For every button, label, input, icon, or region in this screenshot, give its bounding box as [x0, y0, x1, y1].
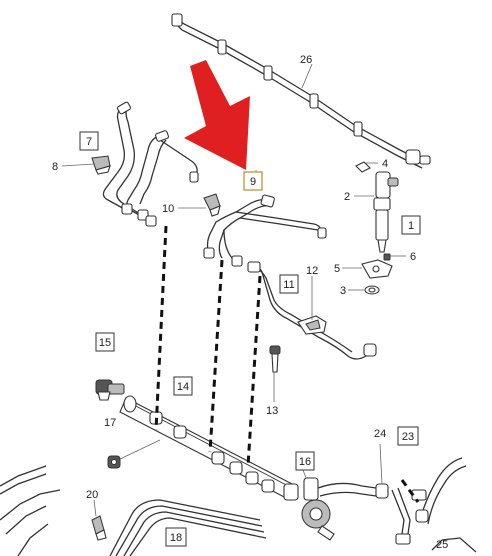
box-label-9: 9 — [243, 171, 263, 191]
svg-text:14: 14 — [177, 381, 189, 393]
part-26-rail — [171, 13, 431, 169]
part-12-bracket — [297, 315, 327, 335]
label-20: 20 — [86, 489, 98, 501]
leader-lines — [61, 63, 406, 517]
part-13-bolt — [269, 345, 281, 373]
part-18-pipes — [0, 465, 267, 556]
svg-text:1: 1 — [408, 220, 414, 232]
box-label-11: 11 — [279, 274, 299, 294]
svg-text:18: 18 — [170, 532, 182, 544]
assembly-lines — [154, 225, 420, 503]
part-17-bolt — [107, 439, 161, 469]
part-9-pipes — [203, 194, 327, 267]
part-14-rail — [119, 395, 299, 501]
part-10-clip — [203, 193, 221, 217]
label-17: 17 — [104, 417, 116, 429]
part-16-regulator — [301, 477, 335, 541]
part-7-pipes — [102, 101, 199, 227]
svg-text:7: 7 — [86, 136, 92, 148]
label-3: 3 — [340, 285, 346, 297]
label-2: 2 — [344, 191, 350, 203]
box-label-23: 23 — [397, 426, 419, 446]
label-4: 4 — [382, 158, 388, 170]
box-label-16: 16 — [295, 451, 315, 471]
svg-text:9: 9 — [250, 176, 256, 188]
svg-text:15: 15 — [99, 337, 111, 349]
label-26: 26 — [300, 54, 312, 66]
box-label-15: 15 — [95, 332, 115, 352]
svg-text:11: 11 — [283, 279, 294, 291]
part-23-hose — [317, 457, 477, 553]
part-8-clip — [91, 155, 111, 175]
box-label-18: 18 — [165, 527, 187, 547]
label-25: 25 — [436, 539, 448, 551]
label-8: 8 — [52, 161, 58, 173]
part-15-sensor — [95, 379, 125, 401]
box-label-1: 1 — [401, 215, 421, 235]
box-label-14: 14 — [173, 376, 193, 396]
part-1-injector-assembly — [355, 161, 399, 295]
svg-text:23: 23 — [402, 431, 414, 443]
label-10: 10 — [162, 203, 174, 215]
svg-text:16: 16 — [299, 456, 311, 468]
label-5: 5 — [334, 263, 340, 275]
box-label-7: 7 — [79, 131, 99, 151]
part-20-clip — [91, 515, 107, 541]
label-13: 13 — [266, 405, 278, 417]
label-6: 6 — [410, 251, 416, 263]
label-12: 12 — [306, 265, 318, 277]
label-24: 24 — [374, 428, 386, 440]
red-arrow-icon — [184, 60, 250, 170]
